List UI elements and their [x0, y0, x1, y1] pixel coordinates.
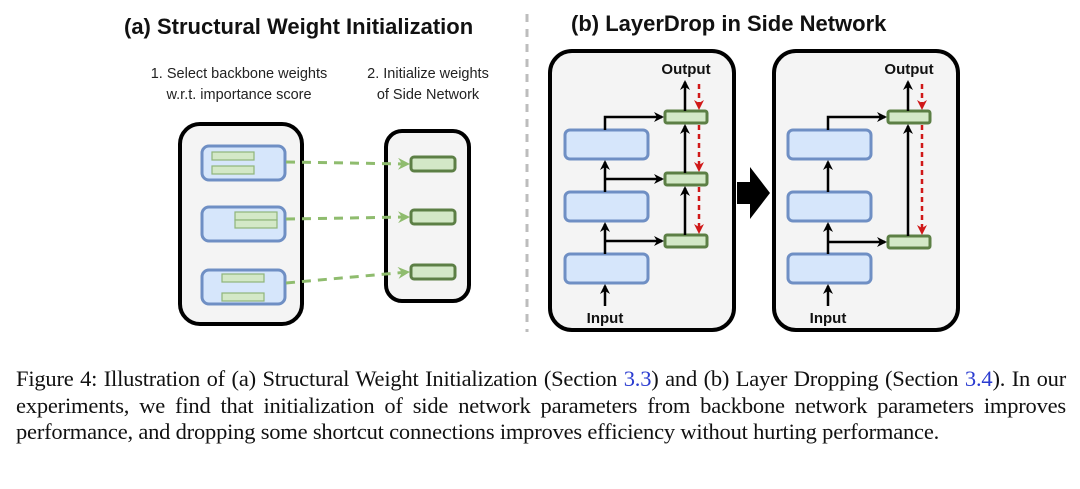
transition-arrow-icon: [737, 167, 770, 219]
layerdrop-before: Output Input: [548, 49, 736, 332]
side-block: [409, 263, 457, 281]
backbone-layer: [563, 252, 650, 285]
shortcut-arrow: [603, 112, 664, 130]
backbone-block: [200, 205, 287, 243]
init-arrow: [285, 266, 410, 285]
layerdrop-after: Output Input: [772, 49, 960, 332]
selected-weight: [221, 273, 265, 283]
side-layer: [886, 109, 932, 125]
section-ref-link[interactable]: 3.4: [964, 366, 993, 391]
section-ref-link[interactable]: 3.3: [623, 366, 652, 391]
panel-a: (a) Structural Weight Initialization 1. …: [124, 14, 489, 326]
selected-weight: [211, 165, 255, 175]
side-layer: [663, 109, 709, 125]
init-arrow: [285, 211, 410, 224]
backbone-layer: [786, 190, 873, 223]
side-layer: [663, 233, 709, 249]
backbone-layer: [563, 128, 650, 161]
backbone-block: [200, 144, 287, 182]
selected-weight: [211, 151, 255, 161]
shortcut-arrow: [826, 112, 887, 130]
step1-line2: w.r.t. importance score: [165, 87, 311, 103]
output-label: Output: [884, 61, 933, 78]
init-arrow: [285, 157, 410, 170]
side-layer: [886, 234, 932, 250]
step1-line1: 1. Select backbone weights: [151, 66, 328, 82]
output-label: Output: [661, 61, 710, 78]
panel-b-title: (b) LayerDrop in Side Network: [571, 11, 887, 36]
selected-weight: [234, 219, 278, 229]
side-block: [409, 208, 457, 226]
figure-diagram: (a) Structural Weight Initialization 1. …: [124, 11, 960, 332]
backbone-layer: [786, 128, 873, 161]
caption-mid: ) and (b) Layer Dropping (Section: [651, 366, 965, 391]
side-block: [409, 155, 457, 173]
input-label: Input: [810, 310, 847, 327]
side-layer: [663, 171, 709, 187]
caption-prefix: Figure 4: Illustration of (a) Structural…: [16, 366, 624, 391]
figure-caption: Figure 4: Illustration of (a) Structural…: [16, 366, 1066, 446]
backbone-block: [200, 268, 287, 306]
selected-weight: [221, 292, 265, 302]
selected-weight: [234, 211, 278, 221]
backbone-layer: [563, 190, 650, 223]
input-label: Input: [587, 310, 624, 327]
panel-b: (b) LayerDrop in Side Network Output Inp…: [548, 11, 960, 332]
step2-line1: 2. Initialize weights: [367, 66, 489, 82]
caption-suffix: ). In our experiments, we find that init…: [16, 366, 1066, 444]
step2-line2: of Side Network: [377, 87, 480, 103]
panel-a-title: (a) Structural Weight Initialization: [124, 14, 473, 39]
backbone-layer: [786, 252, 873, 285]
